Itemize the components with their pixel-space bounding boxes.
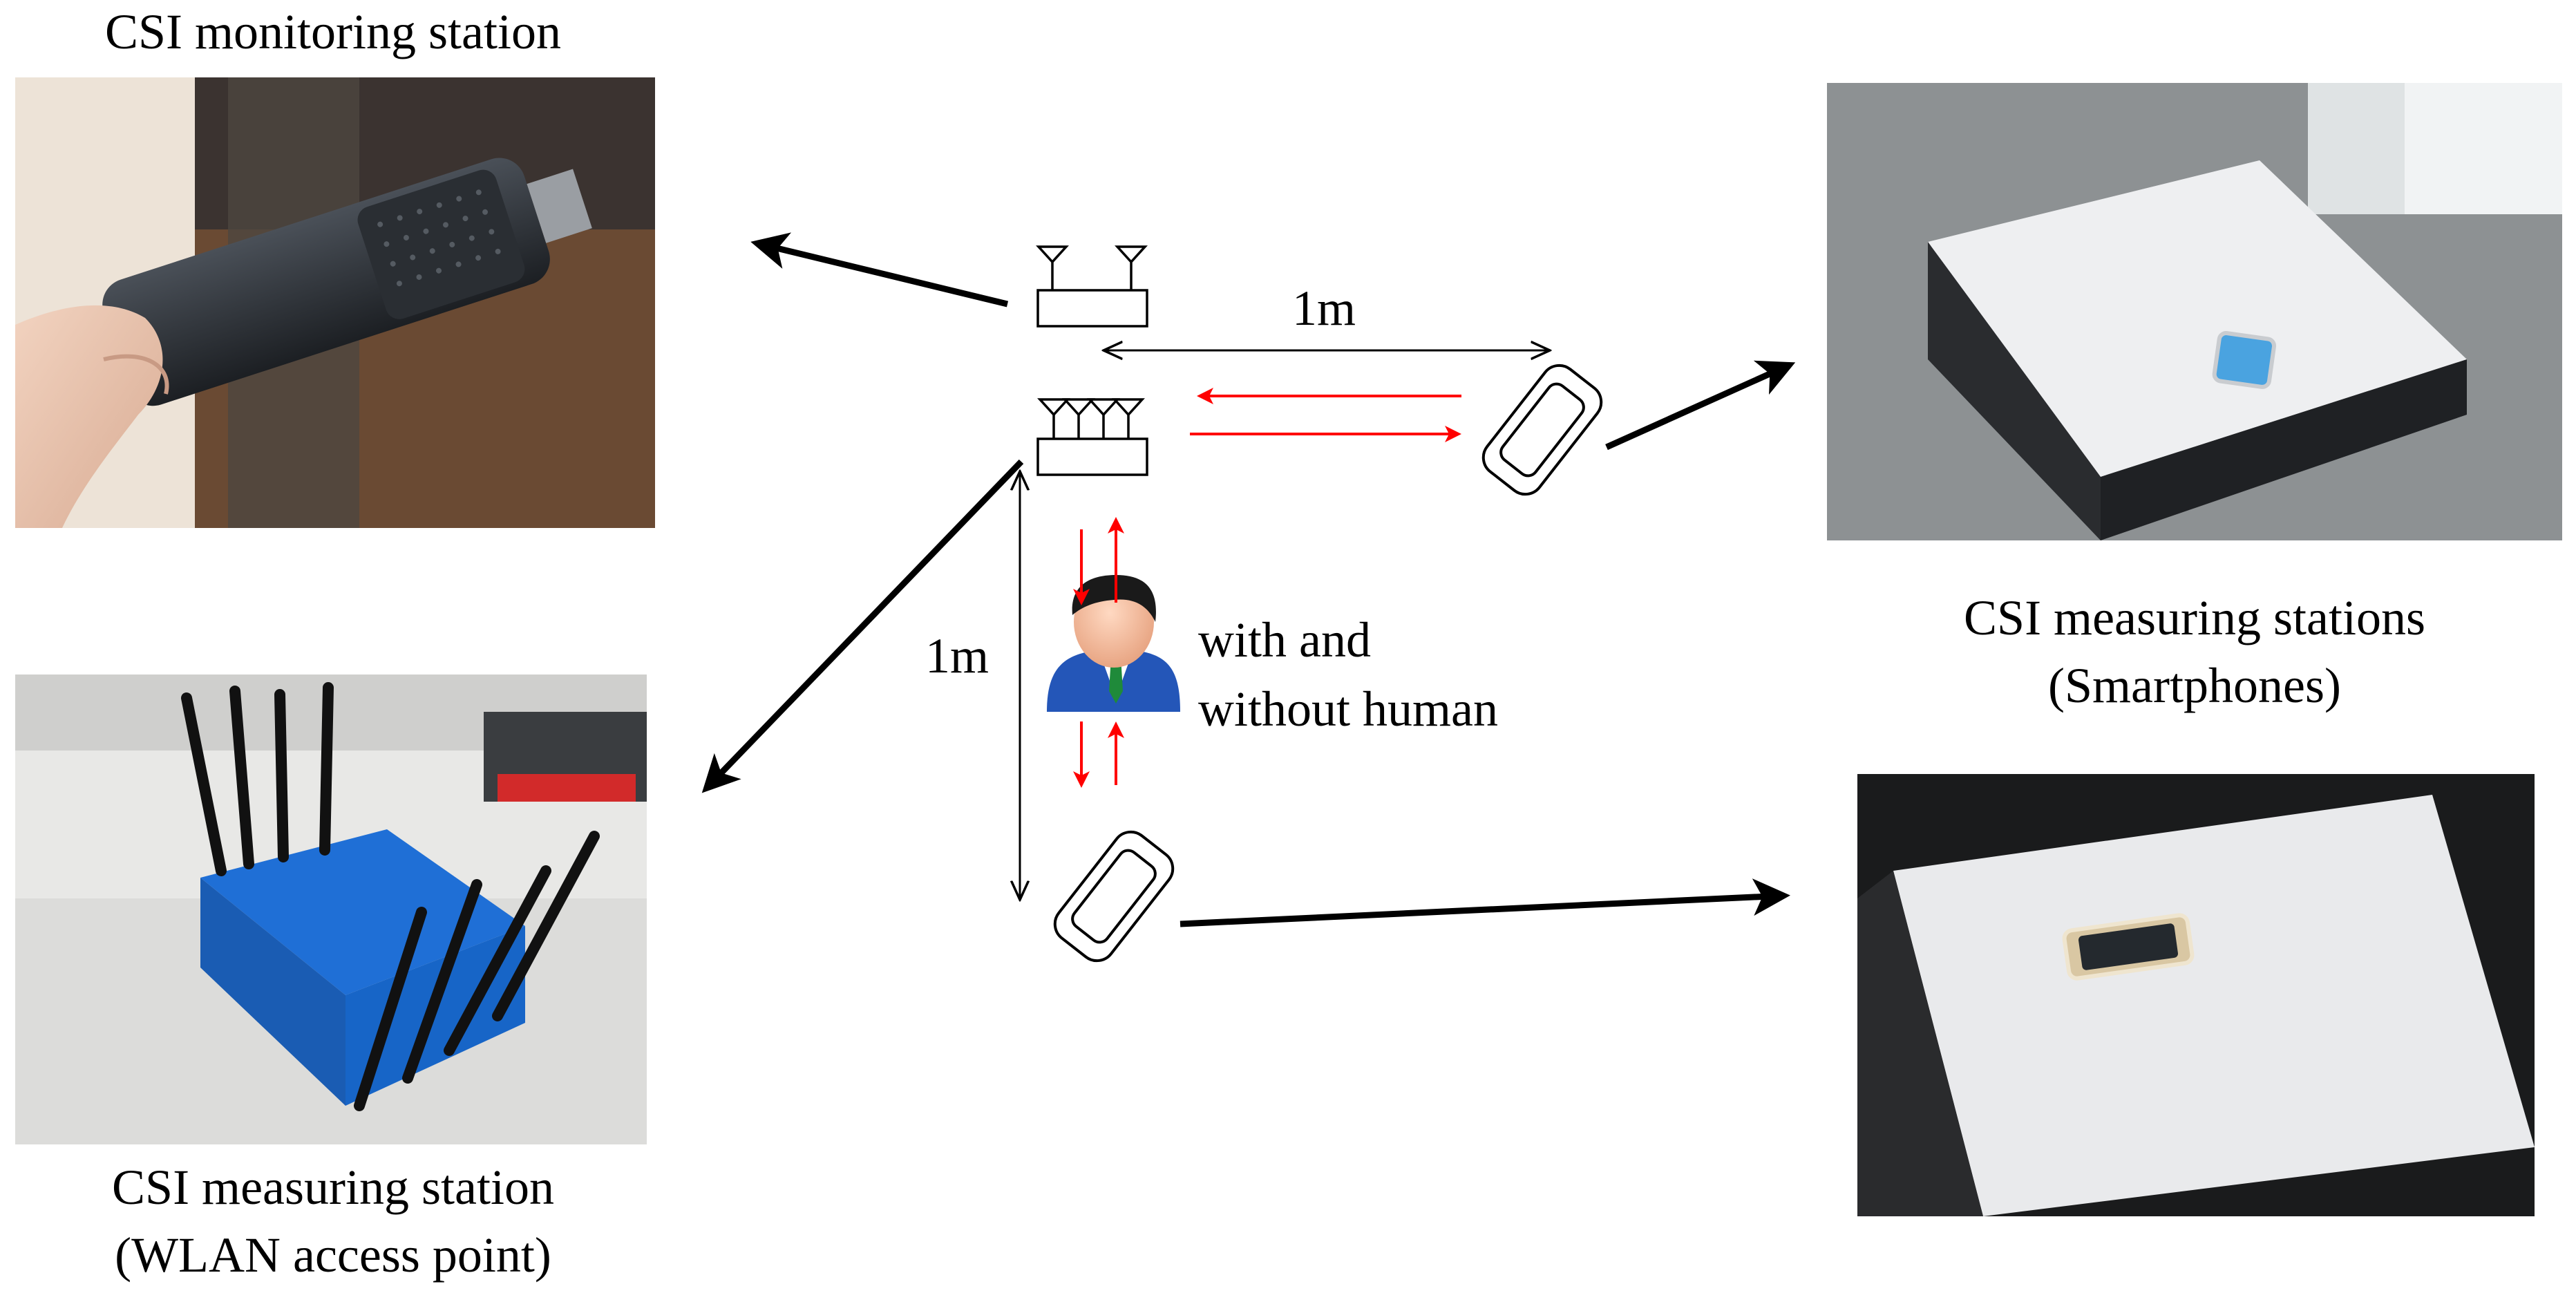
- access-point-photo: [15, 674, 647, 1144]
- access-point-label: CSI measuring station: [112, 1160, 554, 1215]
- monitoring-station-label: CSI monitoring station: [105, 4, 561, 59]
- measuring-stations-sublabel: (Smartphones): [2048, 658, 2341, 713]
- pointer-arrow: [1605, 360, 1796, 451]
- smartphone-photo-2: [1857, 774, 2535, 1216]
- monitoring-station-photo: [15, 77, 655, 528]
- human-condition-sublabel: without human: [1198, 681, 1498, 737]
- measuring-stations-label: CSI measuring stations: [1964, 590, 2425, 645]
- distance-label-horizontal: 1m: [1292, 281, 1356, 336]
- smartphone-icon: [1481, 364, 1603, 496]
- distance-label-vertical: 1m: [925, 628, 989, 683]
- person-icon: [1047, 575, 1180, 712]
- pointer-arrow: [750, 232, 1009, 308]
- pointer-arrow: [1180, 878, 1790, 927]
- human-condition-label: with and: [1198, 612, 1371, 668]
- antenna-4-icon: [1036, 398, 1148, 476]
- smartphone-icon: [1053, 830, 1175, 963]
- access-point-sublabel: (WLAN access point): [115, 1227, 551, 1283]
- pointer-arrow: [701, 459, 1024, 793]
- antenna-2-icon: [1036, 245, 1148, 328]
- smartphone-photo-1: [1827, 83, 2562, 540]
